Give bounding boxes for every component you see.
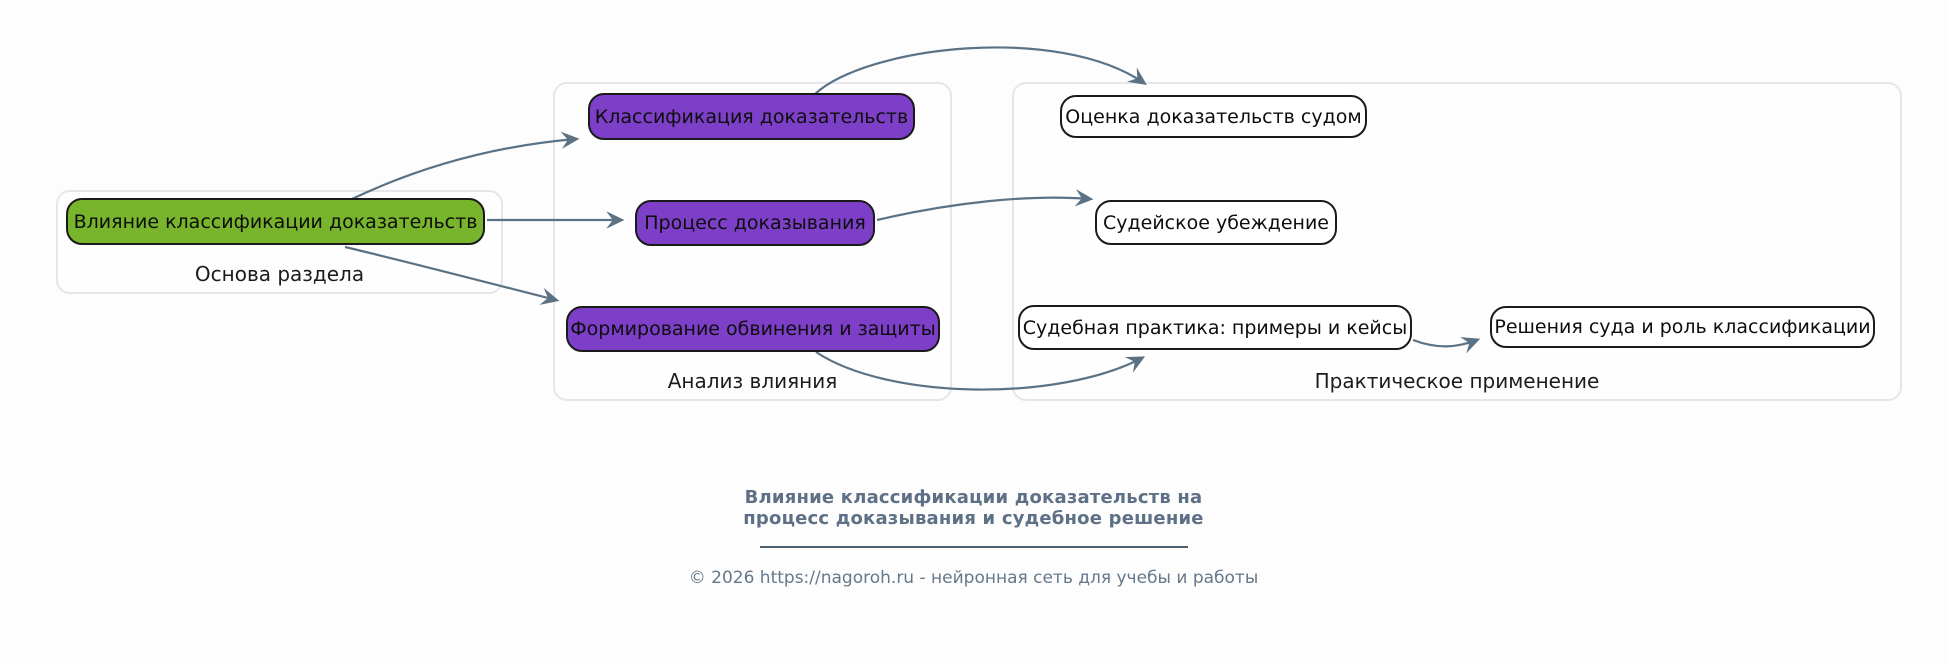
footer-title-line1: Влияние классификации доказательств на xyxy=(744,487,1203,508)
node-vliyanie-klassifikacii[interactable]: Влияние классификации доказательств xyxy=(66,198,485,245)
node-label: Судейское убеждение xyxy=(1102,211,1329,234)
node-label: Классификация доказательств xyxy=(594,105,909,128)
node-label: Оценка доказательств судом xyxy=(1065,105,1362,128)
edge-process-to-ubezhdenie xyxy=(876,189,1094,222)
footer-title-line2: процесс доказывания и судебное решение xyxy=(743,508,1204,529)
node-resheniya-suda[interactable]: Решения суда и роль классификации xyxy=(1490,306,1875,348)
node-process-dokazyvaniya[interactable]: Процесс доказывания xyxy=(635,200,875,246)
node-label: Процесс доказывания xyxy=(644,212,866,234)
footer: Влияние классификации доказательств на п… xyxy=(524,487,1424,588)
node-sudeyskoe-ubezhdenie[interactable]: Судейское убеждение xyxy=(1095,200,1337,245)
edge-formirovanie-to-praktika xyxy=(815,351,1146,391)
footer-copyright: © 2026 https://nagoroh.ru - нейронная се… xyxy=(688,568,1259,588)
edge-klassifikaciya-to-ocenka xyxy=(814,46,1147,95)
node-label: Судебная практика: примеры и кейсы xyxy=(1022,316,1408,339)
node-label: Влияние классификации доказательств xyxy=(73,210,478,233)
node-label: Формирование обвинения и защиты xyxy=(570,318,936,340)
group-label-osnova-razdela: Основа раздела xyxy=(194,262,365,286)
group-label-prakticheskoe-primenenie: Практическое применение xyxy=(1314,369,1600,393)
footer-title: Влияние классификации доказательств на п… xyxy=(524,487,1424,529)
node-klassifikaciya-dokazatelstv[interactable]: Классификация доказательств xyxy=(588,93,915,140)
node-sudebnaya-praktika[interactable]: Судебная практика: примеры и кейсы xyxy=(1018,305,1412,350)
node-label: Решения суда и роль классификации xyxy=(1494,316,1871,338)
footer-divider xyxy=(759,546,1188,548)
edge-praktika-to-resheniya xyxy=(1412,337,1481,354)
edge-root-to-formirovanie xyxy=(344,245,560,305)
node-formirovanie-obvineniya[interactable]: Формирование обвинения и защиты xyxy=(566,306,940,352)
node-ocenka-dokazatelstv[interactable]: Оценка доказательств судом xyxy=(1060,95,1367,138)
edge-root-to-klassifikaciya xyxy=(351,131,580,200)
group-label-analiz-vliyaniya: Анализ влияния xyxy=(667,369,838,393)
